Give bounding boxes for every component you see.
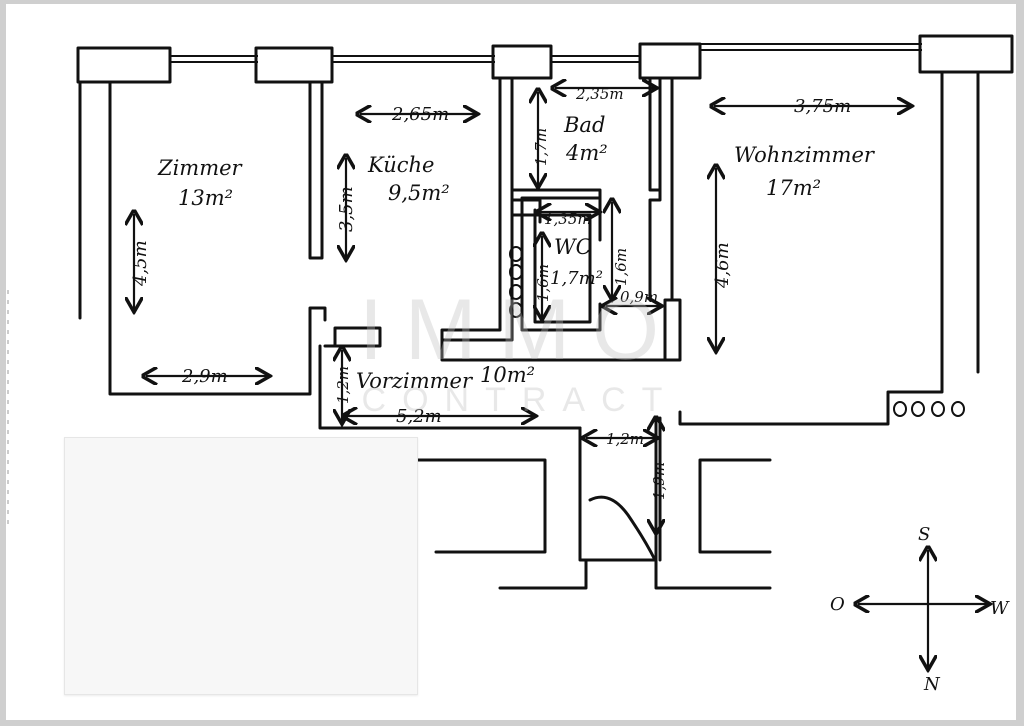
compass-n: N [923, 674, 941, 695]
dim-bad-width: 2,35m [575, 85, 624, 103]
room-zimmer-area: 13m² [178, 186, 233, 210]
compass [858, 550, 988, 668]
dim-entry-depth: 1,9m [650, 462, 668, 500]
dim-wc-width: 1,35m [544, 210, 592, 228]
dim-zimmer-height: 4,5m [130, 240, 151, 287]
dim-wohn-height: 4,6m [712, 242, 733, 289]
paper-note-overlay [64, 437, 418, 695]
room-wc-area: 1,7m² [550, 268, 603, 289]
dim-vor-width: 5,2m [396, 406, 442, 427]
compass-o: O [830, 594, 845, 615]
dim-kueche-height: 3,5m [336, 186, 357, 232]
room-bad-name: Bad [563, 113, 605, 137]
radiator-wc [509, 246, 523, 318]
door-swing [584, 495, 657, 562]
paper-edge-marks [7, 290, 9, 530]
room-vorzimmer-name: Vorzimmer [356, 369, 474, 393]
room-wohnzimmer-area: 17m² [766, 176, 821, 200]
stair-right [698, 458, 772, 554]
dim-bad-height: 1,7m [532, 128, 550, 166]
room-wc-name: WC [554, 235, 592, 259]
dim-wc-height: 1,6m [534, 264, 552, 302]
zimmer-walls [78, 80, 327, 396]
radiator-wohnzimmer [893, 401, 965, 417]
compass-s: S [918, 524, 930, 545]
compass-w: W [990, 598, 1010, 619]
dim-wc-side: 1,6m [612, 248, 630, 286]
dim-zimmer-width: 2,9m [181, 366, 228, 387]
kitchen-bath-wall [440, 76, 514, 342]
room-kueche-name: Küche [367, 153, 434, 177]
stair-left [414, 458, 547, 554]
room-wohnzimmer-name: Wohnzimmer [734, 143, 876, 167]
dim-kueche-width: 2,65m [391, 104, 449, 125]
wohnzimmer-walls [678, 70, 980, 426]
room-kueche-area: 9,5m² [388, 181, 450, 205]
dim-entry-width: 1,2m [606, 430, 644, 448]
dim-wohn-width: 3,75m [794, 96, 851, 117]
facade-pillars [76, 34, 1014, 84]
room-vorzimmer-area: 10m² [480, 363, 535, 387]
facade-window-lines [170, 43, 922, 63]
vorzimmer-walls [318, 76, 682, 430]
room-zimmer-name: Zimmer [157, 156, 244, 180]
room-bad-area: 4m² [565, 141, 608, 165]
dim-vor-height: 1,2m [334, 366, 352, 404]
dim-wc-door: 0,9m [620, 288, 658, 306]
